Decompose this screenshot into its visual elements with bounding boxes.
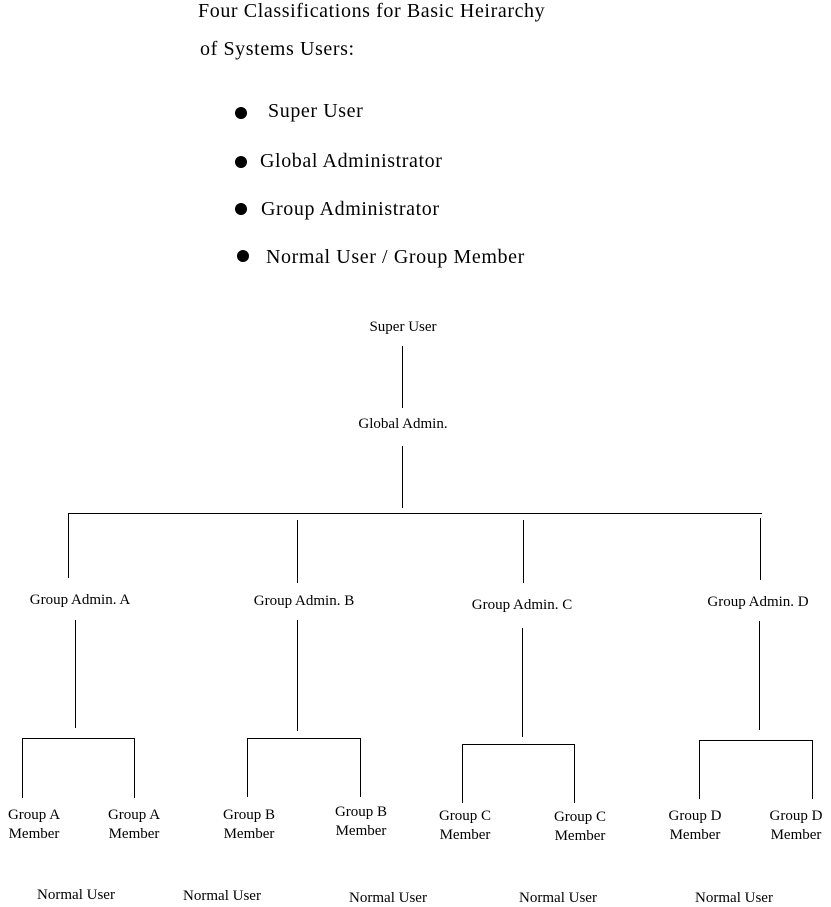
classification-global-administrator: Global Administrator	[260, 150, 443, 172]
member-role-label: Member	[439, 827, 491, 843]
normal-user-label-5: Normal User	[695, 890, 773, 906]
member-group-label: Group A	[107, 807, 161, 823]
bullet-icon	[237, 250, 249, 262]
node-member-d2: Group D Member	[770, 807, 823, 845]
normal-user-label-3: Normal User	[349, 890, 427, 906]
node-super-user: Super User	[369, 319, 437, 335]
diagram-heading-line-2: of Systems Users:	[200, 38, 355, 60]
classification-super-user: Super User	[268, 100, 364, 122]
member-group-label: Group B	[222, 807, 276, 823]
normal-user-label-2: Normal User	[183, 888, 261, 904]
node-member-b1: Group B Member	[223, 806, 275, 844]
node-group-admin-d: Group Admin. D	[707, 594, 809, 610]
member-group-label: Group C	[438, 808, 492, 824]
classification-normal-user: Normal User / Group Member	[266, 246, 525, 268]
node-member-b2: Group B Member	[335, 803, 387, 841]
member-role-label: Member	[108, 826, 160, 842]
member-role-label: Member	[335, 823, 387, 839]
node-member-a2: Group A Member	[108, 806, 160, 844]
member-role-label: Member	[554, 828, 606, 844]
bullet-icon	[235, 107, 247, 119]
normal-user-label-1: Normal User	[37, 887, 115, 903]
classification-group-administrator: Group Administrator	[261, 198, 440, 220]
member-role-label: Member	[8, 826, 60, 842]
node-member-c1: Group C Member	[439, 807, 491, 845]
diagram-heading-line-1: Four Classifications for Basic Heirarchy	[198, 0, 546, 22]
node-member-c2: Group C Member	[554, 808, 606, 846]
member-group-label: Group D	[668, 808, 722, 824]
node-member-a1: Group A Member	[8, 806, 60, 844]
member-role-label: Member	[669, 827, 721, 843]
node-group-admin-c: Group Admin. C	[471, 597, 573, 613]
bullet-icon	[235, 156, 247, 168]
node-member-d1: Group D Member	[669, 807, 722, 845]
node-group-admin-a: Group Admin. A	[29, 592, 131, 608]
member-group-label: Group D	[769, 808, 823, 824]
member-group-label: Group A	[7, 807, 61, 823]
normal-user-label-4: Normal User	[519, 890, 597, 906]
member-role-label: Member	[223, 826, 275, 842]
member-group-label: Group B	[334, 804, 388, 820]
member-role-label: Member	[770, 827, 822, 843]
bullet-icon	[235, 203, 247, 215]
member-group-label: Group C	[553, 809, 607, 825]
node-global-admin: Global Admin.	[358, 416, 448, 432]
node-group-admin-b: Group Admin. B	[253, 593, 355, 609]
